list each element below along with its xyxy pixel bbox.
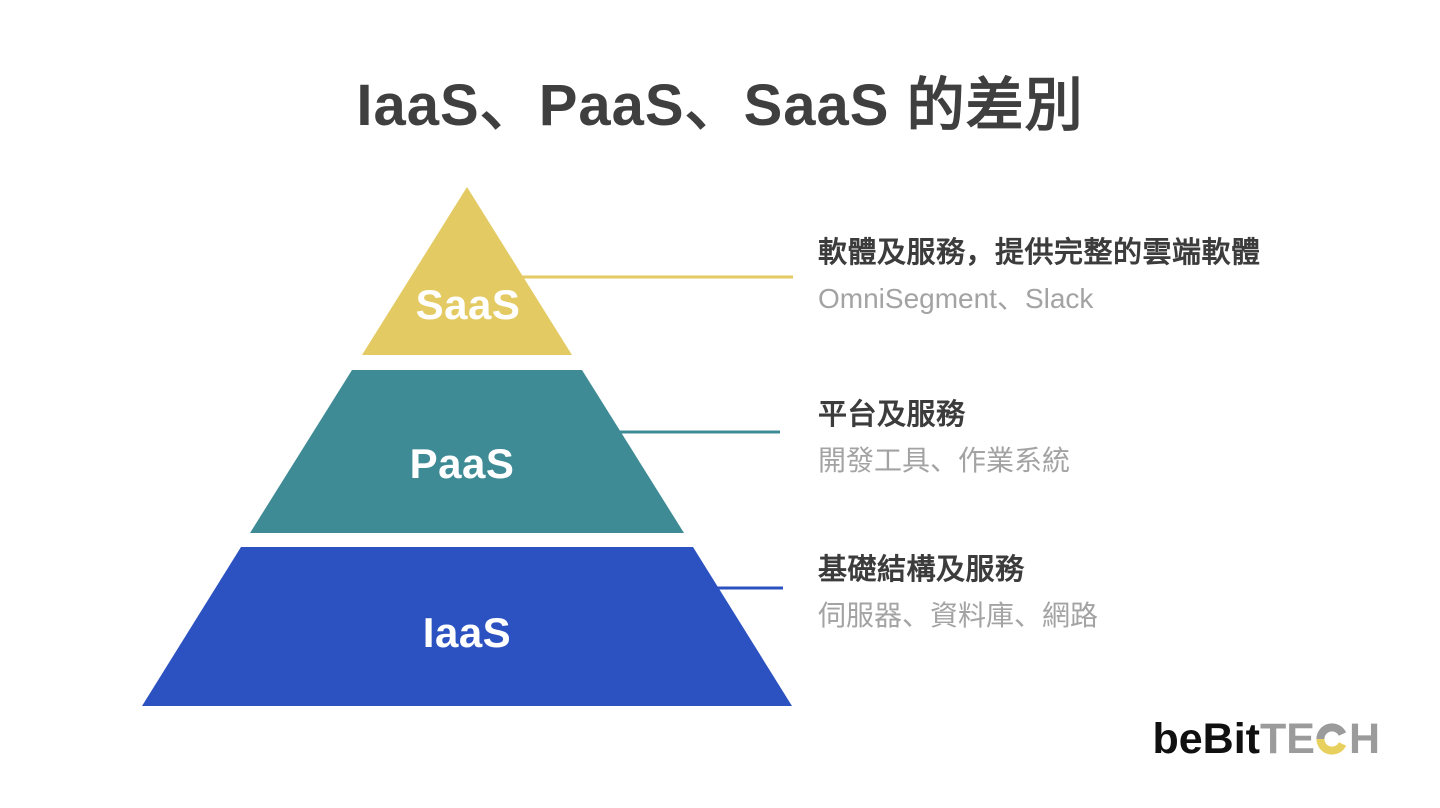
page-title: IaaS、PaaS、SaaS 的差別 (356, 73, 1084, 138)
saas-annotation-heading: 軟體及服務，提供完整的雲端軟體 (818, 237, 1261, 269)
pyramid-layer-paas (250, 370, 684, 533)
pyramid-layer-saas (362, 187, 572, 355)
iaas-annotation: 基礎結構及服務 伺服器、資料庫、網路 (818, 551, 1098, 632)
paas-annotation-examples: 開發工具、作業系統 (818, 445, 1071, 476)
iaas-layer-label: IaaS (422, 609, 512, 656)
logo-text-h: H (1348, 715, 1380, 763)
paas-layer-label: PaaS (409, 440, 515, 487)
iaas-annotation-examples: 伺服器、資料庫、網路 (818, 600, 1099, 631)
iaas-annotation-heading: 基礎結構及服務 (818, 554, 1025, 586)
logo-text-te: TE (1259, 715, 1315, 763)
paas-annotation: 平台及服務 開發工具、作業系統 (818, 396, 1070, 477)
pyramid-layer-iaas (142, 547, 792, 706)
bebittech-logo: beBit TE H (1152, 718, 1380, 761)
saas-annotation: 軟體及服務，提供完整的雲端軟體 OmniSegment、Slack (818, 234, 1261, 315)
logo-c-icon (1316, 722, 1347, 755)
saas-layer-label: SaaS (415, 281, 521, 328)
saas-annotation-examples: OmniSegment、Slack (818, 283, 1094, 314)
logo-text-bebit: beBit (1152, 715, 1260, 763)
paas-annotation-heading: 平台及服務 (818, 399, 966, 431)
